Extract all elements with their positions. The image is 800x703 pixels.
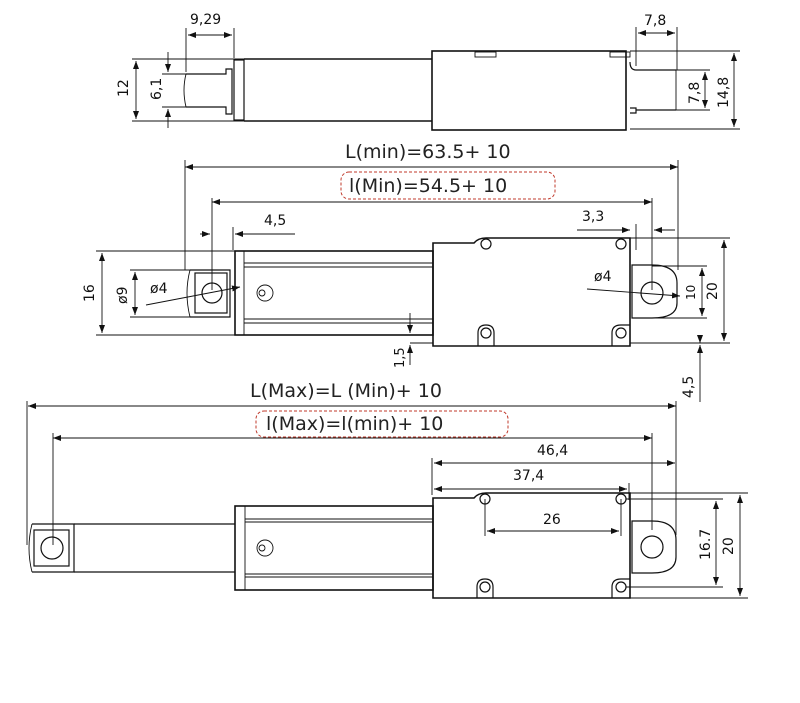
dim-label: 3,3 [582, 209, 604, 225]
dim-46-4: 46,4 [431, 443, 675, 495]
extended-tube [234, 505, 434, 591]
dim-4-5-front: 4,5 [200, 213, 295, 250]
dim-label: 26 [543, 512, 561, 528]
dim-12: 12 [116, 58, 244, 122]
dim-1-5: 1,5 [393, 313, 433, 368]
dim-16-7: 16.7 [626, 498, 723, 588]
dim-dia-9: ø9 [115, 269, 190, 318]
dim-label: 7,8 [644, 13, 666, 29]
dim-label: ø9 [115, 287, 131, 304]
top-view: 9,29 12 6,1 7,8 7,8 [116, 12, 740, 131]
retracted-gearbox [432, 237, 678, 347]
retracted-rod-end [186, 269, 231, 318]
dim-label: 1,5 [393, 347, 408, 368]
front-hole [201, 282, 223, 304]
dim-9-29: 9,29 [185, 12, 235, 72]
top-tube [244, 58, 432, 122]
dim-label: 4,5 [681, 376, 697, 398]
dim-label: 20 [721, 537, 737, 555]
dim-10: 10 [652, 265, 707, 319]
dim-37-4: 37,4 [434, 468, 630, 500]
dim-label: 37,4 [513, 468, 544, 484]
dim-label: ø4 [594, 269, 612, 285]
dim-7-8-vertical: 7,8 [676, 69, 710, 111]
dim-3-3-rear: 3,3 [577, 209, 675, 250]
formula-L-min: L(min)=63.5+ 10 [345, 141, 511, 163]
formula-L-max: L(Max)=L (Min)+ 10 [250, 380, 442, 402]
formula-l-min: l(Min)=54.5+ 10 [349, 175, 507, 197]
dim-7-8-horizontal: 7,8 [635, 13, 678, 70]
extended-gearbox [432, 492, 677, 599]
dim-label: 10 [684, 285, 698, 300]
dim-label: ø4 [150, 281, 168, 297]
dim-label: 46,4 [537, 443, 568, 459]
dim-label: 9,29 [190, 12, 221, 28]
dim-label: 6,1 [149, 78, 165, 100]
formula-l-max: l(Max)=l(min)+ 10 [266, 413, 443, 435]
dim-20-extended: 20 [630, 492, 748, 599]
highlight-box-l-max [255, 410, 509, 438]
dim-6-1: 6,1 [149, 52, 186, 128]
extended-rod [28, 523, 235, 573]
top-gearbox [431, 50, 677, 131]
top-rod-end [183, 59, 245, 121]
dim-26: 26 [484, 499, 622, 536]
dim-label: 16 [82, 284, 98, 302]
dim-dia-4-rear: ø4 [586, 269, 681, 299]
dim-14-8: 14,8 [630, 50, 740, 130]
dim-label: 20 [705, 282, 721, 300]
dim-label: 12 [116, 79, 132, 97]
dim-dia-4-front: ø4 [145, 281, 241, 306]
dim-label: 16.7 [698, 529, 714, 560]
dim-label: 7,8 [687, 82, 703, 104]
dim-20-retracted: 20 [630, 237, 730, 344]
extended-view: L(Max)=L (Min)+ 10 l(Max)=l(min)+ 10 [26, 380, 748, 599]
dim-label: 14,8 [716, 77, 732, 108]
dim-4-5-vertical: 4,5 [681, 335, 703, 402]
retracted-view: L(min)=63.5+ 10 l(Min)=54.5+ 10 [82, 141, 730, 402]
dim-label: 4,5 [264, 213, 286, 229]
retracted-tube [234, 250, 434, 336]
dim-16: 16 [82, 250, 235, 336]
